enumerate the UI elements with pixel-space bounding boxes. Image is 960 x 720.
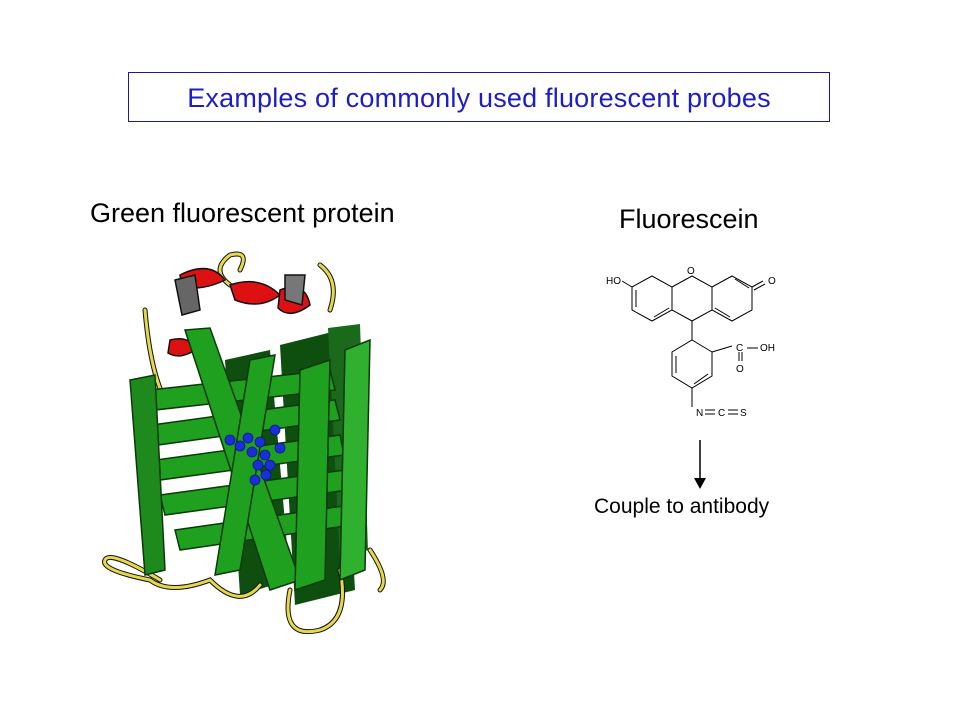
slide-title: Examples of commonly used fluorescent pr…: [187, 83, 771, 113]
gfp-structure-image: [102, 251, 386, 634]
atom-c-carboxyl: C: [736, 343, 743, 354]
atom-s: S: [740, 408, 747, 419]
atom-o-keto: O: [768, 276, 776, 287]
atom-n: N: [696, 408, 703, 419]
atom-o-ring: O: [687, 266, 695, 277]
fluorescein-label: Fluorescein: [619, 204, 759, 234]
gfp-label: Green fluorescent protein: [90, 198, 395, 228]
atom-c-isothiocyanate: C: [718, 408, 725, 419]
gfp-chromophore: [224, 424, 286, 486]
atom-oh: OH: [760, 343, 775, 354]
atom-o-carbonyl: O: [736, 364, 744, 375]
gfp-front-strands: [129, 327, 371, 592]
fluorescein-structure: HO O O C OH O N C S: [606, 266, 776, 419]
couple-to-antibody-label: Couple to antibody: [594, 495, 770, 518]
title-box: Examples of commonly used fluorescent pr…: [128, 72, 830, 122]
atom-ho: HO: [606, 276, 621, 287]
down-arrow-icon: [694, 440, 706, 489]
